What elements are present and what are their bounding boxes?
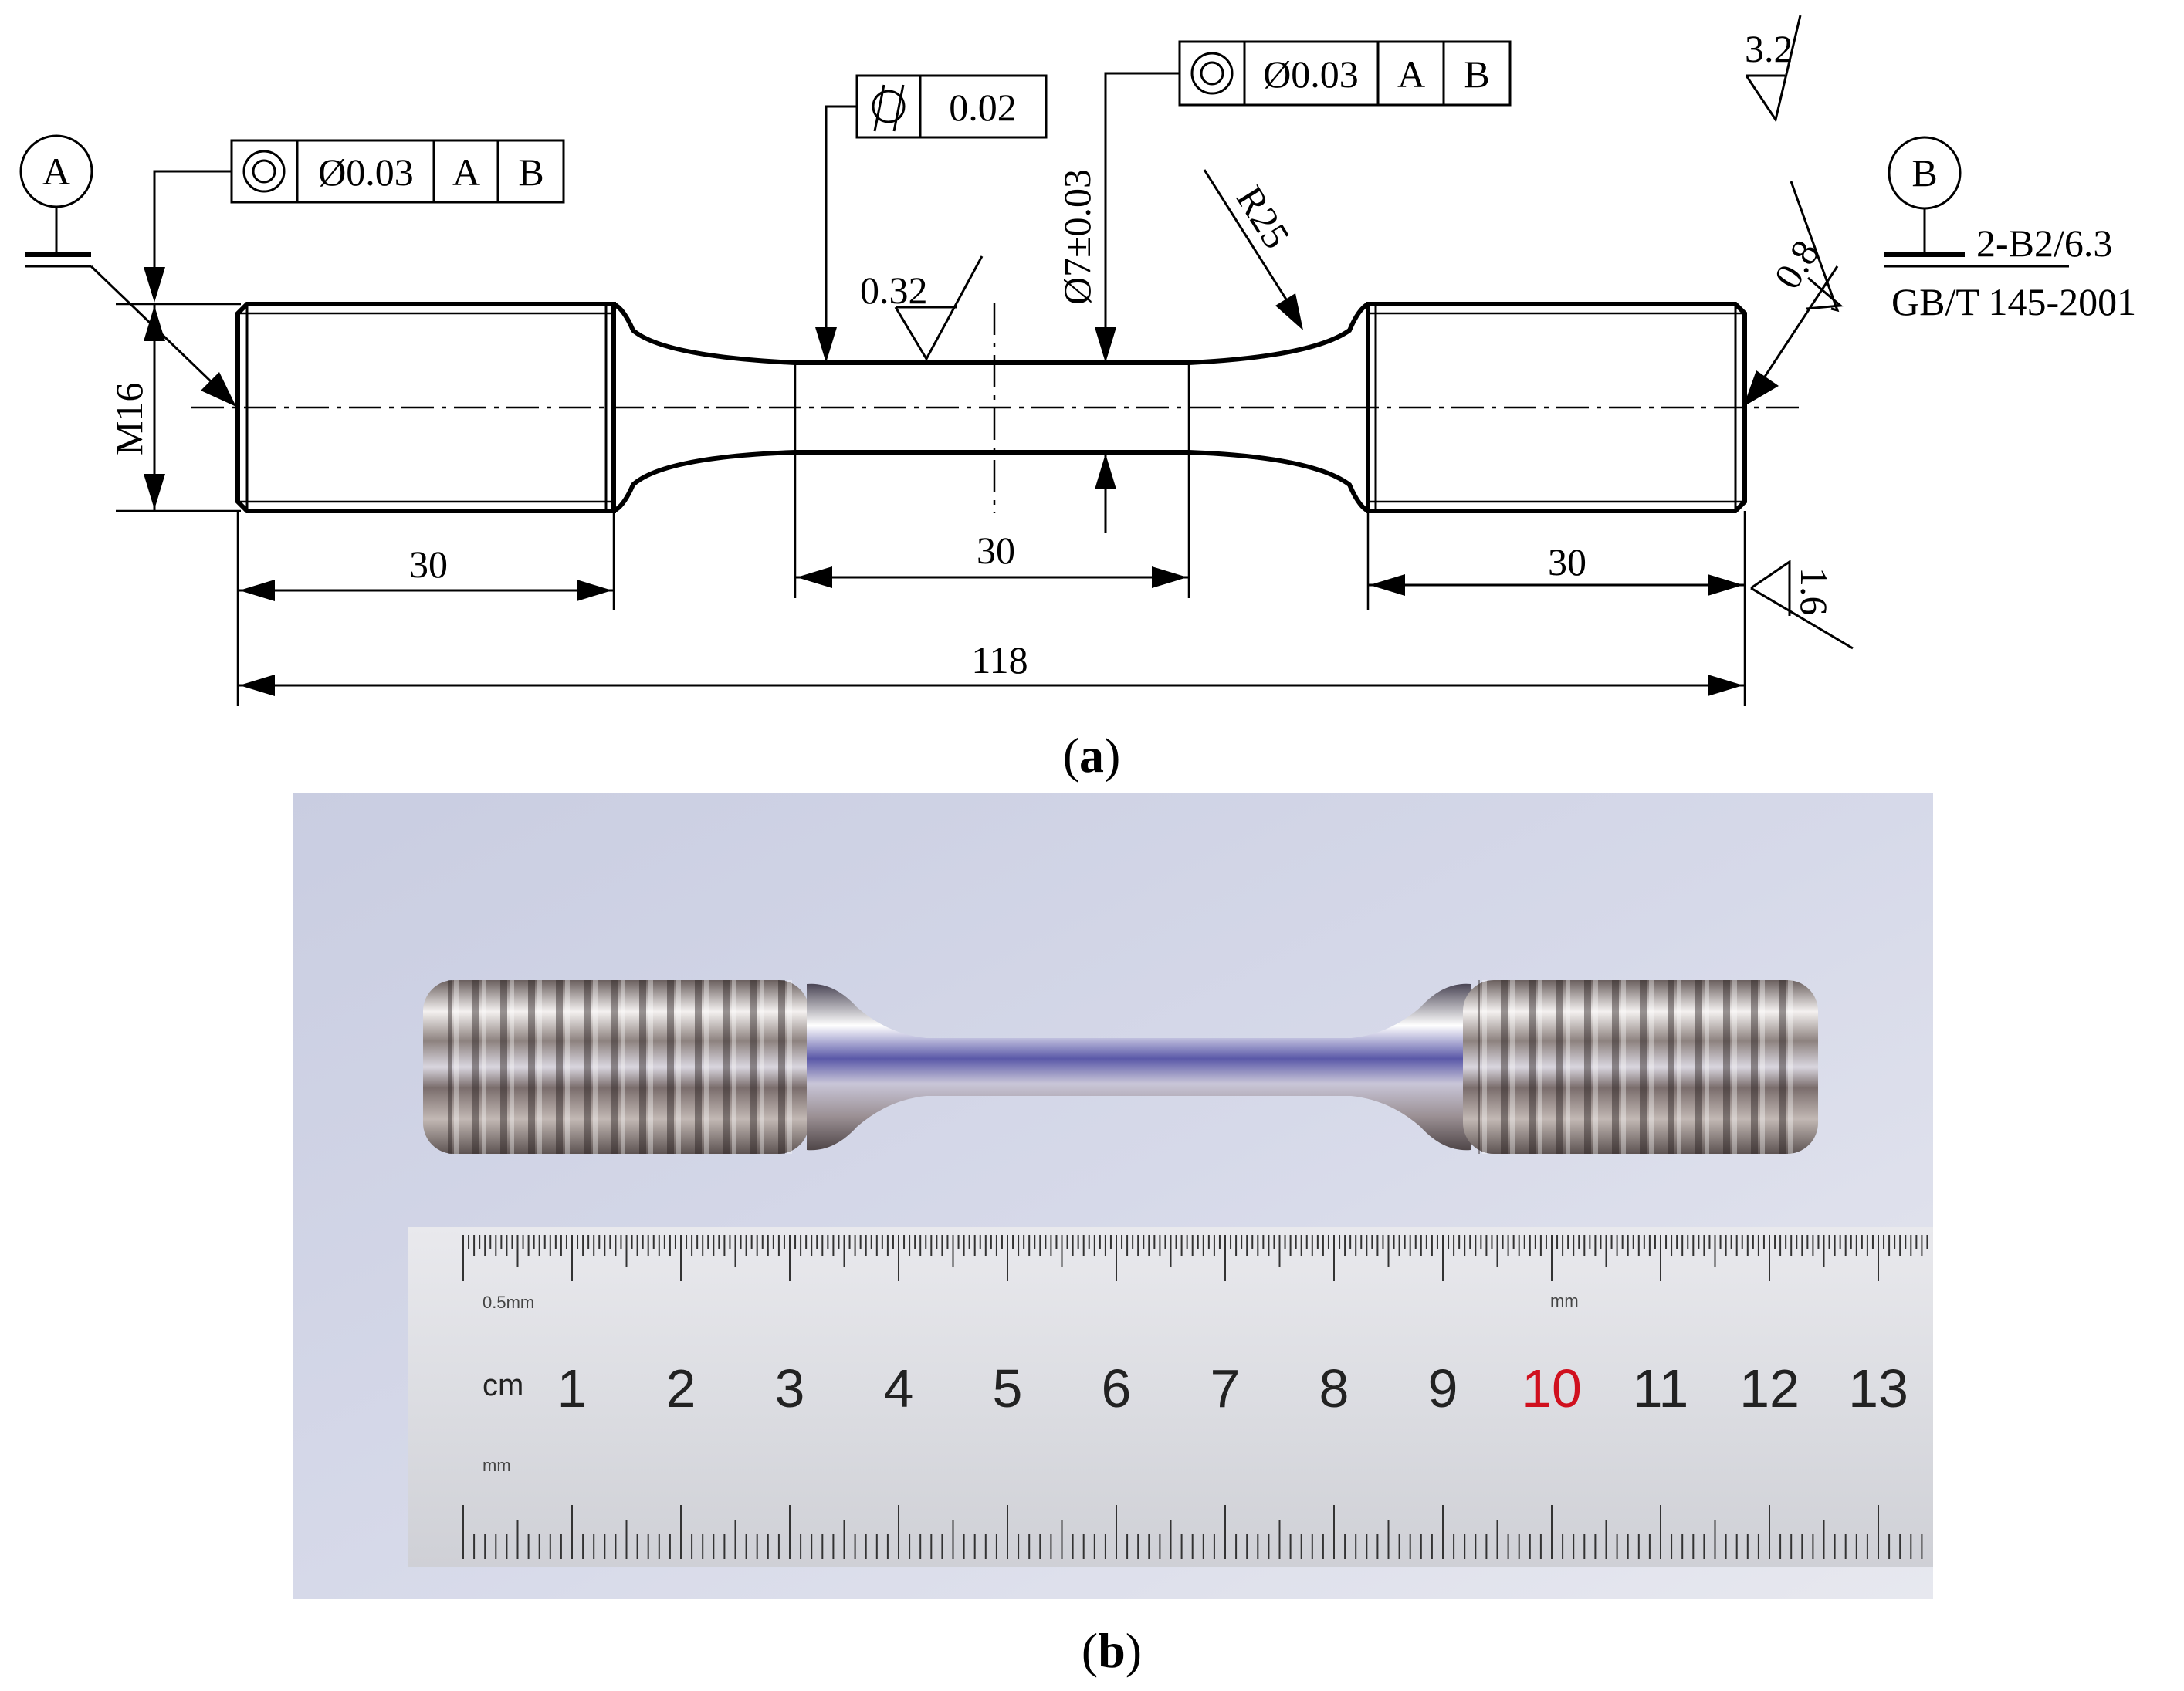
- center-hole-spec-1: 2-B2/6.3: [1976, 222, 2112, 265]
- fcf-left-tolerance: Ø0.03: [318, 150, 414, 194]
- specimen-outline: [235, 302, 1747, 598]
- roughness-right-end-value: 1.6: [1793, 567, 1836, 616]
- ruler-number: 10: [1522, 1358, 1582, 1419]
- ruler-number: 8: [1319, 1358, 1349, 1419]
- ruler-number: 5: [993, 1358, 1023, 1419]
- fcf-left: Ø0.03 A B: [144, 139, 565, 303]
- fcf-right-ref2: B: [1464, 52, 1489, 96]
- fcf-middle: 0.02: [815, 74, 1048, 363]
- roughness-general-value: 3.2: [1745, 27, 1793, 70]
- ruler-ticks: [462, 1235, 1928, 1559]
- roughness-center: 0.32: [860, 255, 984, 362]
- dim-lengths: 30 30 30 118: [236, 511, 1746, 706]
- technical-drawing: A B Ø0.03 A B: [19, 15, 2136, 783]
- specimen-image: [423, 980, 1818, 1154]
- ruler-number: 2: [666, 1358, 696, 1419]
- fillet-radius-label: R25: [1228, 178, 1299, 255]
- dim-fillet-radius: R25: [1203, 169, 1303, 330]
- center-diameter-label: Ø7±0.03: [1055, 169, 1099, 305]
- ruler-number: 1: [557, 1358, 587, 1419]
- dim-thread: M16: [107, 303, 241, 512]
- fcf-left-ref1: A: [452, 150, 480, 194]
- ruler-cm-label: cm: [483, 1368, 523, 1402]
- center-hole-spec: 2-B2/6.3 GB/T 145-2001: [1891, 222, 2136, 323]
- dim-right-thread-value: 30: [1548, 540, 1586, 583]
- ruler-mm-bottom-label: mm: [483, 1456, 511, 1475]
- ruler-mm-top-label: mm: [1550, 1291, 1579, 1311]
- datum-b-label: B: [1911, 151, 1937, 194]
- dim-center-diameter: Ø7±0.03: [1055, 169, 1116, 533]
- cylindricity-icon: [872, 84, 906, 132]
- fcf-middle-tolerance: 0.02: [949, 86, 1017, 129]
- ruler-number: 6: [1102, 1358, 1132, 1419]
- datum-b: B: [1743, 136, 2069, 407]
- ruler-half-mm-label: 0.5mm: [483, 1293, 534, 1312]
- datum-a: A: [19, 134, 236, 407]
- roughness-center-value: 0.32: [860, 269, 928, 312]
- concentricity-icon-right: [1190, 52, 1234, 95]
- fcf-right: Ø0.03 A B: [1095, 40, 1512, 363]
- roughness-right-end: 1.6: [1750, 560, 1854, 650]
- ruler-number: 13: [1848, 1358, 1908, 1419]
- dim-left-thread-value: 30: [409, 543, 448, 586]
- center-hole-spec-2: GB/T 145-2001: [1891, 280, 2136, 323]
- roughness-end-chamfer: 0.8: [1766, 181, 1844, 313]
- caption-a: (a): [1063, 728, 1121, 783]
- fcf-right-ref1: A: [1397, 52, 1425, 96]
- ruler-number: 9: [1428, 1358, 1458, 1419]
- dim-total-value: 118: [971, 638, 1028, 681]
- dim-gauge-value: 30: [977, 529, 1015, 572]
- ruler-number: 4: [884, 1358, 914, 1419]
- roughness-general: 3.2: [1745, 15, 1802, 123]
- thread-label: M16: [107, 383, 151, 455]
- datum-a-label: A: [42, 150, 70, 193]
- ruler-number: 3: [775, 1358, 805, 1419]
- fcf-left-ref2: B: [518, 150, 543, 194]
- ruler-number: 12: [1739, 1358, 1800, 1419]
- fcf-right-tolerance: Ø0.03: [1263, 52, 1359, 96]
- concentricity-icon: [242, 150, 286, 193]
- caption-b: (b): [1082, 1623, 1142, 1678]
- ruler-number: 11: [1633, 1358, 1689, 1419]
- ruler-number: 7: [1211, 1358, 1241, 1419]
